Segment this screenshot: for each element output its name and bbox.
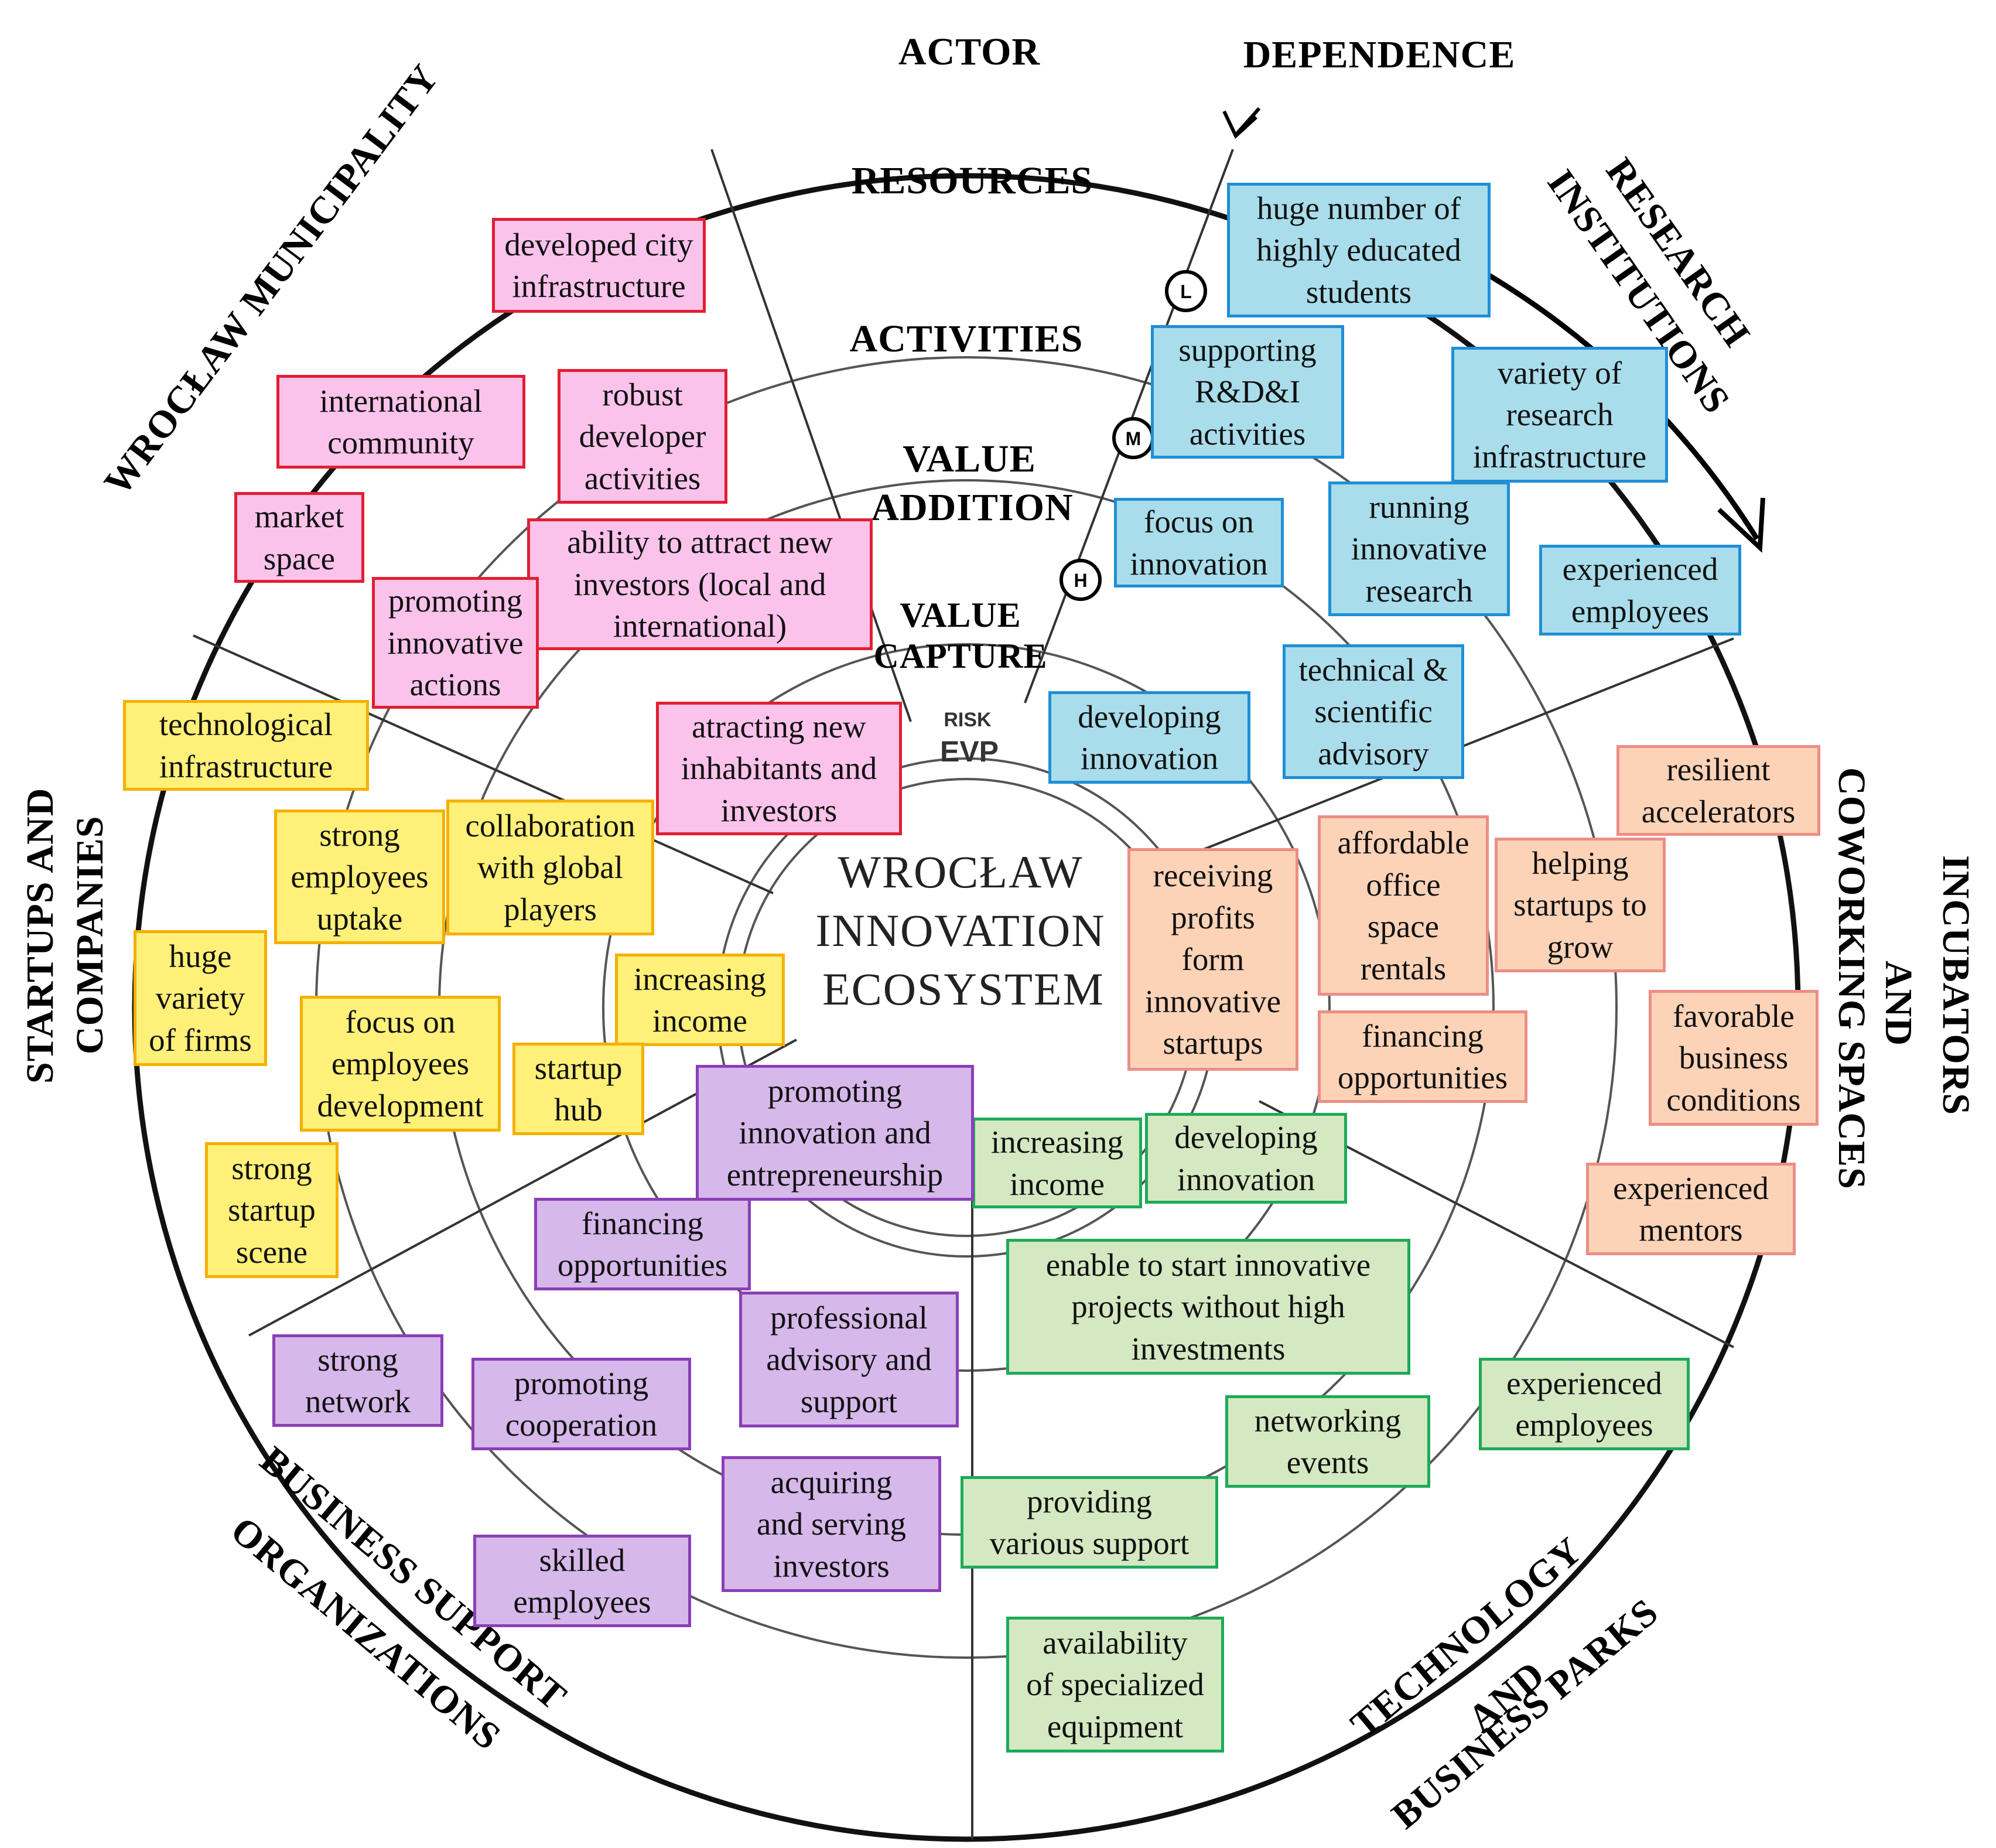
label-value-capture-2: CAPTURE — [873, 637, 1047, 675]
note-resilient-accelerators: resilient accelerators — [1616, 745, 1820, 836]
segment-incubators-1: INCUBATORS — [1935, 855, 1977, 1115]
segment-startups-2: COMPANIES — [69, 816, 111, 1054]
note-ability-to-attract-investors: ability to attract new investors (local … — [527, 518, 873, 650]
note-acquiring-serving-investors: acquiring and serving investors — [722, 1456, 941, 1592]
label-resources: RESOURCES — [852, 159, 1093, 202]
note-technological-infrastructure: technological infrastructure — [123, 700, 369, 791]
divider-startups — [193, 634, 774, 894]
note-promoting-innovative-actions: promoting innovative actions — [372, 577, 539, 709]
note-professional-advisory-support: professional advisory and support — [739, 1292, 959, 1427]
note-market-space: market space — [234, 492, 364, 583]
note-providing-various-support: providing various support — [961, 1476, 1218, 1569]
note-research-developing-innovation: developing innovation — [1048, 691, 1250, 784]
note-business-financing-opportunities: financing opportunities — [534, 1198, 751, 1290]
note-research-infrastructure: variety of research infrastructure — [1451, 347, 1668, 483]
note-experienced-mentors: experienced mentors — [1586, 1163, 1796, 1255]
note-startups-increasing-income: increasing income — [615, 954, 785, 1046]
dependence-arc-arrowhead — [1717, 497, 1765, 553]
ring-value-capture — [602, 643, 1331, 1372]
marker-medium: M — [1112, 417, 1154, 459]
note-helping-startups-grow: helping startups to grow — [1495, 838, 1666, 972]
note-startup-hub: startup hub — [512, 1043, 644, 1135]
note-international-community: international community — [276, 375, 525, 469]
note-specialized-equipment: availability of specialized equipment — [1006, 1617, 1224, 1753]
dependence-pointer-arrowhead — [1222, 110, 1258, 139]
note-research-experienced-employees: experienced employees — [1539, 545, 1741, 636]
label-value-addition-2: ADDITION — [871, 486, 1073, 529]
center-title-3: ECOSYSTEM — [822, 964, 1105, 1014]
note-attracting-inhabitants-investors: atracting new inhabitants and investors — [656, 702, 902, 835]
label-risk: RISK — [944, 709, 992, 731]
note-strong-employees-uptake: strong employees uptake — [274, 809, 445, 944]
note-strong-startup-scene: strong startup scene — [205, 1142, 339, 1278]
note-highly-educated-students: huge number of highly educated students — [1227, 183, 1491, 317]
note-favorable-business-conditions: favorable business conditions — [1649, 990, 1819, 1126]
label-evp: EVP — [940, 735, 999, 768]
divider-actor — [710, 149, 912, 722]
note-robust-developer-activities: robust developer activities — [558, 369, 727, 504]
note-incubators-financing-opportunities: financing opportunities — [1318, 1010, 1527, 1103]
note-technology-developing-innovation: developing innovation — [1145, 1113, 1347, 1204]
segment-startups-1: STARTUPS AND — [19, 788, 61, 1084]
note-running-innovative-research: running innovative research — [1328, 481, 1510, 616]
note-huge-variety-of-firms: huge variety of firms — [134, 930, 267, 1066]
note-promoting-cooperation: promoting cooperation — [471, 1358, 691, 1450]
note-technology-increasing-income: increasing income — [972, 1118, 1142, 1208]
label-activities: ACTIVITIES — [850, 317, 1084, 360]
marker-low: L — [1165, 270, 1207, 312]
note-strong-network: strong network — [272, 1334, 443, 1427]
marker-high-text: H — [1074, 570, 1087, 591]
label-value-capture-1: VALUE — [900, 596, 1021, 634]
note-developed-city-infrastructure: developed city infrastructure — [492, 218, 706, 313]
center-title-2: INNOVATION — [815, 905, 1105, 956]
marker-low-text: L — [1180, 281, 1192, 302]
marker-medium-text: M — [1126, 428, 1141, 449]
note-focus-employees-development: focus on employees development — [300, 996, 501, 1132]
label-dependence: DEPENDENCE — [1243, 33, 1516, 76]
center-title-1: WROCŁAW — [838, 846, 1083, 897]
label-value-addition-1: VALUE — [903, 438, 1036, 480]
note-promoting-innovation-entrepreneurship: promoting innovation and entrepreneurshi… — [696, 1065, 974, 1201]
note-affordable-office-space: affordable office space rentals — [1318, 815, 1489, 996]
marker-high: H — [1059, 559, 1102, 601]
note-start-innovative-projects: enable to start innovative projects with… — [1006, 1239, 1410, 1375]
segment-incubators-3: COWORKING SPACES — [1830, 767, 1873, 1190]
note-collaboration-global-players: collaboration with global players — [446, 800, 654, 935]
note-technology-experienced-employees: experienced employees — [1479, 1358, 1690, 1450]
note-networking-events: networking events — [1225, 1395, 1430, 1488]
segment-incubators-2: AND — [1877, 961, 1920, 1046]
label-actor: ACTOR — [898, 30, 1040, 73]
note-receiving-profits: receiving profits form innovative startu… — [1127, 848, 1298, 1071]
note-focus-on-innovation: focus on innovation — [1114, 498, 1284, 587]
note-technical-scientific-advisory: technical & scientific advisory — [1283, 644, 1464, 779]
note-skilled-employees: skilled employees — [473, 1535, 691, 1627]
note-supporting-rdi: supporting R&D&I activities — [1151, 325, 1344, 459]
